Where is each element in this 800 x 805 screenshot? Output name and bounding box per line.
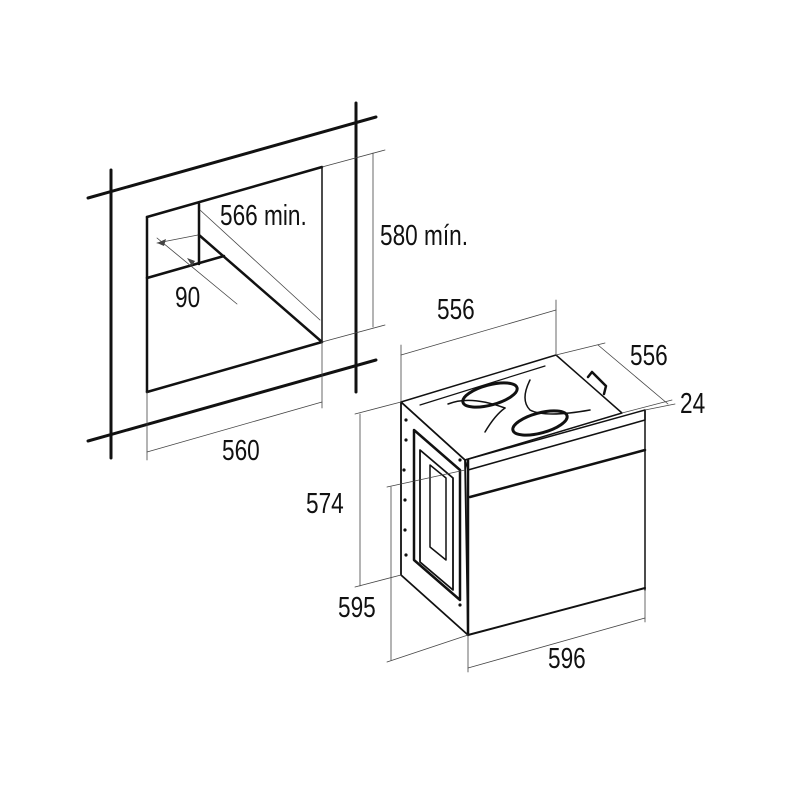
niche-drawing: [86, 101, 386, 461]
oven-front-height-label: 595: [338, 592, 376, 624]
oven-drawing: [354, 299, 676, 673]
niche-depth-label: 566 min.: [220, 200, 307, 232]
oven-top-width-label: 556: [437, 294, 475, 326]
oven-panel-thickness-label: 24: [680, 388, 706, 420]
oven-body-height-label: 574: [306, 488, 344, 520]
niche-width-label: 560: [222, 435, 260, 467]
oven-front-width-label: 596: [548, 643, 586, 675]
niche-rear-gap-label: 90: [175, 282, 201, 314]
oven-top-depth-label: 556: [630, 340, 668, 372]
niche-height-label: 580 mín.: [380, 220, 469, 252]
